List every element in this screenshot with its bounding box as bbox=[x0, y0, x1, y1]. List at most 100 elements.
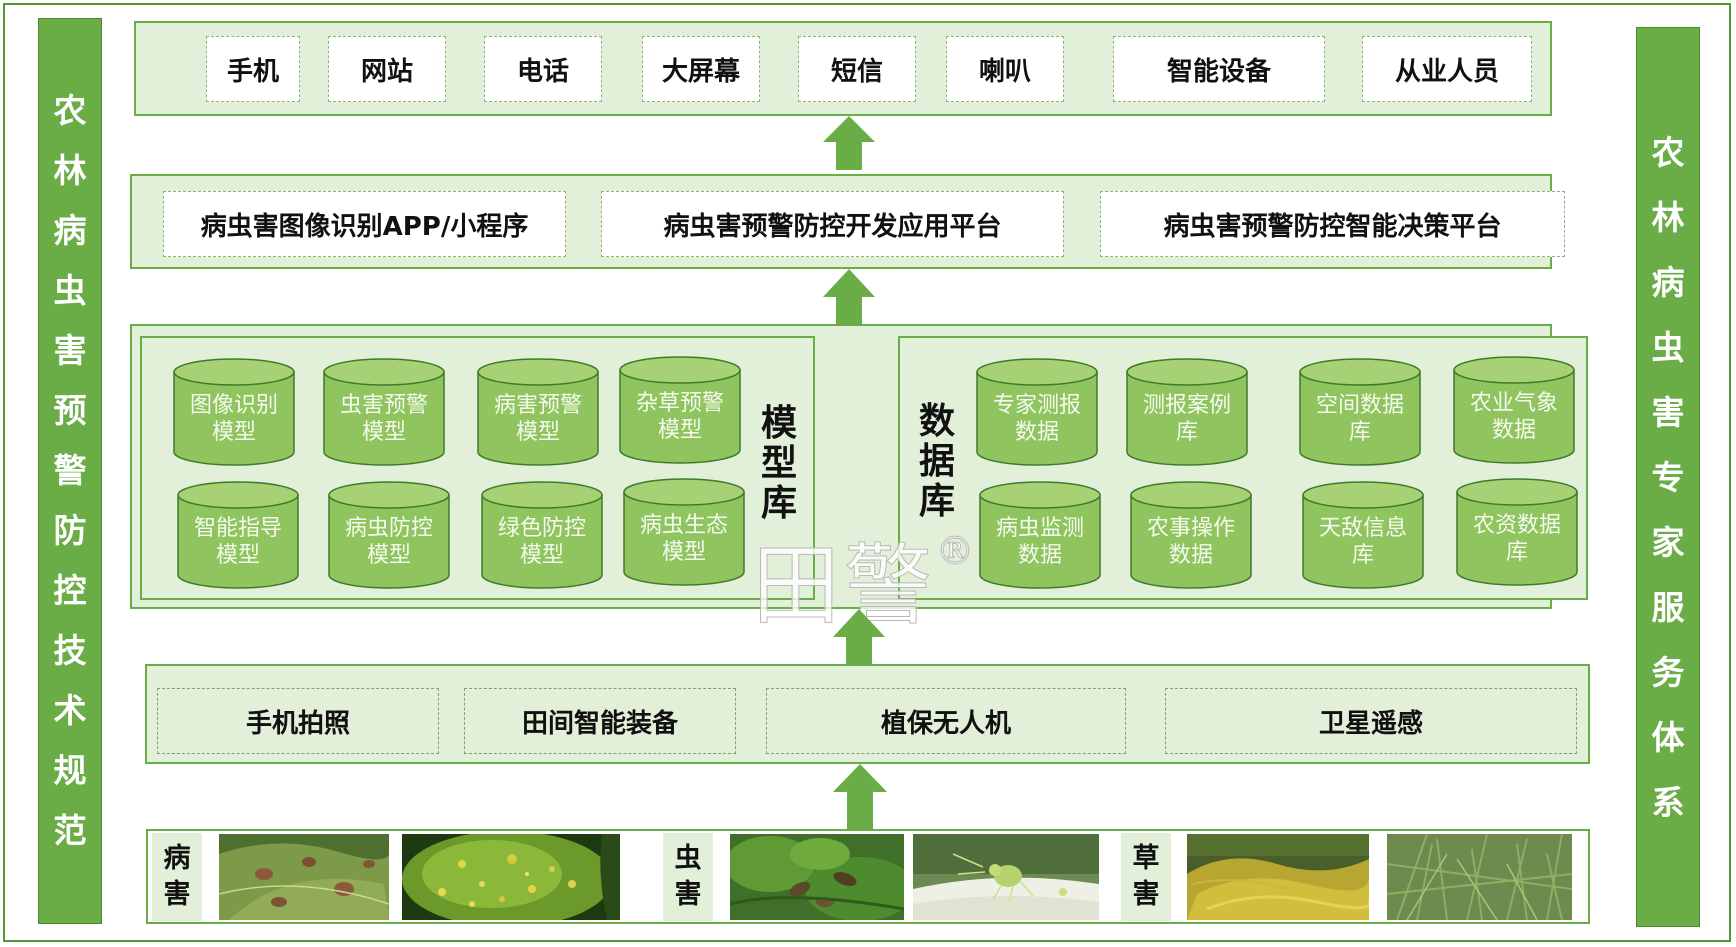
database-icon bbox=[1299, 358, 1421, 466]
channel-band: 手机 网站 电话 大屏幕 短信 喇叭 智能设备 从业人员 bbox=[134, 21, 1552, 116]
platform-band: 病虫害图像识别APP/小程序 病虫害预警防控开发应用平台 病虫害预警防控智能决策… bbox=[130, 174, 1565, 269]
label-char: 数 bbox=[918, 401, 955, 442]
platform-chip: 病虫害预警防控开发应用平台 bbox=[601, 191, 1064, 257]
database-icon bbox=[1456, 478, 1578, 586]
right-title-char: 服 bbox=[1651, 587, 1685, 627]
right-title-char: 专 bbox=[1651, 457, 1685, 497]
model-cylinder: 病虫生态模型 bbox=[623, 478, 745, 586]
weed-photo-1 bbox=[1187, 834, 1369, 920]
right-title-char: 林 bbox=[1651, 197, 1685, 237]
cylinder-label: 天敌信息库 bbox=[1318, 516, 1407, 568]
cylinder-label: 农业气象数据 bbox=[1469, 391, 1558, 443]
model-cylinder: 杂草预警模型 bbox=[619, 356, 741, 464]
cylinder-label: 病虫防控模型 bbox=[344, 516, 433, 568]
channel-chip: 从业人员 bbox=[1362, 36, 1532, 102]
platform-chip: 病虫害图像识别APP/小程序 bbox=[163, 191, 566, 257]
model-cylinder: 病虫防控模型 bbox=[328, 481, 450, 589]
tag-char: 虫 bbox=[674, 843, 702, 874]
database-icon bbox=[976, 358, 1098, 466]
left-title-char: 控 bbox=[53, 571, 87, 610]
disease-photo-2 bbox=[402, 834, 620, 920]
database-icon bbox=[328, 481, 450, 589]
left-title-char: 虫 bbox=[53, 271, 87, 310]
left-title-char: 警 bbox=[53, 451, 87, 490]
left-title-char: 规 bbox=[53, 751, 87, 790]
right-title-char: 系 bbox=[1651, 782, 1685, 822]
data-library-label: 数 据 库 bbox=[915, 402, 959, 522]
tag-char: 害 bbox=[1132, 879, 1160, 910]
model-cylinder: 绿色防控模型 bbox=[481, 481, 603, 589]
database-icon bbox=[323, 358, 445, 466]
platform-chip: 病虫害预警防控智能决策平台 bbox=[1100, 191, 1565, 257]
data-cylinder: 专家测报数据 bbox=[976, 358, 1098, 466]
model-cylinder: 虫害预警模型 bbox=[323, 358, 445, 466]
label-char: 模 bbox=[760, 403, 797, 444]
data-cylinder: 测报案例库 bbox=[1126, 358, 1248, 466]
left-title-char: 术 bbox=[53, 691, 87, 730]
collection-chip: 田间智能装备 bbox=[464, 688, 736, 754]
cylinder-label: 测报案例库 bbox=[1142, 393, 1231, 445]
database-icon bbox=[619, 356, 741, 464]
right-title-char: 病 bbox=[1651, 262, 1685, 302]
database-icon bbox=[1126, 358, 1248, 466]
database-icon bbox=[173, 358, 295, 466]
collection-chip: 手机拍照 bbox=[157, 688, 439, 754]
right-title-bar: 农 林 病 虫 害 专 家 服 务 体 系 bbox=[1636, 27, 1700, 927]
cylinder-label: 病虫监测数据 bbox=[995, 516, 1084, 568]
tag-char: 草 bbox=[1132, 843, 1160, 874]
cylinder-label: 农事操作数据 bbox=[1146, 516, 1235, 568]
data-library-panel: 数 据 库 专家测报数据 测报案例库 空间数据库 农业气象数据 病虫监测数据 农… bbox=[898, 336, 1588, 600]
label-char: 库 bbox=[760, 483, 797, 524]
data-cylinder: 天敌信息库 bbox=[1302, 481, 1424, 589]
disease-category-tag: 病 害 bbox=[152, 833, 202, 921]
data-cylinder: 农事操作数据 bbox=[1130, 481, 1252, 589]
cylinder-label: 智能指导模型 bbox=[193, 516, 282, 568]
database-icon bbox=[1453, 356, 1575, 464]
database-icon bbox=[477, 358, 599, 466]
model-library-panel: 图像识别模型 虫害预警模型 病害预警模型 杂草预警模型 智能指导模型 病虫防控模… bbox=[140, 336, 815, 600]
channel-chip: 网站 bbox=[328, 36, 446, 102]
channel-chip: 大屏幕 bbox=[642, 36, 760, 102]
cylinder-label: 专家测报数据 bbox=[992, 393, 1081, 445]
cylinder-label: 杂草预警模型 bbox=[635, 391, 724, 443]
database-icon bbox=[979, 481, 1101, 589]
collection-chip: 植保无人机 bbox=[766, 688, 1126, 754]
weed-photo-2 bbox=[1387, 834, 1572, 920]
data-cylinder: 农业气象数据 bbox=[1453, 356, 1575, 464]
up-arrow-icon bbox=[833, 764, 887, 830]
channel-chip: 电话 bbox=[484, 36, 602, 102]
cylinder-label: 图像识别模型 bbox=[189, 393, 278, 445]
cylinder-label: 病虫生态模型 bbox=[639, 513, 728, 565]
data-cylinder: 空间数据库 bbox=[1299, 358, 1421, 466]
database-icon bbox=[177, 481, 299, 589]
up-arrow-icon bbox=[823, 116, 875, 170]
right-title-char: 体 bbox=[1651, 717, 1685, 757]
right-title-char: 农 bbox=[1651, 132, 1685, 172]
database-icon bbox=[623, 478, 745, 586]
cylinder-label: 空间数据库 bbox=[1315, 393, 1404, 445]
right-title-char: 害 bbox=[1651, 392, 1685, 432]
label-char: 库 bbox=[918, 481, 955, 522]
label-char: 型 bbox=[760, 443, 797, 484]
cylinder-label: 病害预警模型 bbox=[493, 393, 582, 445]
tag-char: 害 bbox=[674, 879, 702, 910]
collection-chip: 卫星遥感 bbox=[1165, 688, 1577, 754]
disease-photo-1 bbox=[219, 834, 389, 920]
tag-char: 害 bbox=[163, 879, 191, 910]
watermark-text: 田警 bbox=[751, 534, 937, 638]
left-title-char: 农 bbox=[53, 91, 87, 130]
label-char: 据 bbox=[918, 441, 955, 482]
right-title-char: 务 bbox=[1651, 652, 1685, 692]
database-icon bbox=[1302, 481, 1424, 589]
channel-chip: 喇叭 bbox=[946, 36, 1064, 102]
collection-band: 手机拍照 田间智能装备 植保无人机 卫星遥感 bbox=[145, 664, 1590, 764]
pest-photo-1 bbox=[730, 834, 904, 920]
up-arrow-icon bbox=[823, 269, 875, 325]
cylinder-label: 绿色防控模型 bbox=[497, 516, 586, 568]
model-library-label: 模 型 库 bbox=[757, 404, 801, 524]
left-title-char: 技 bbox=[53, 631, 87, 670]
channel-chip: 短信 bbox=[798, 36, 916, 102]
weed-category-tag: 草 害 bbox=[1121, 833, 1171, 921]
cylinder-label: 农资数据库 bbox=[1472, 513, 1561, 565]
right-title-char: 虫 bbox=[1651, 327, 1685, 367]
